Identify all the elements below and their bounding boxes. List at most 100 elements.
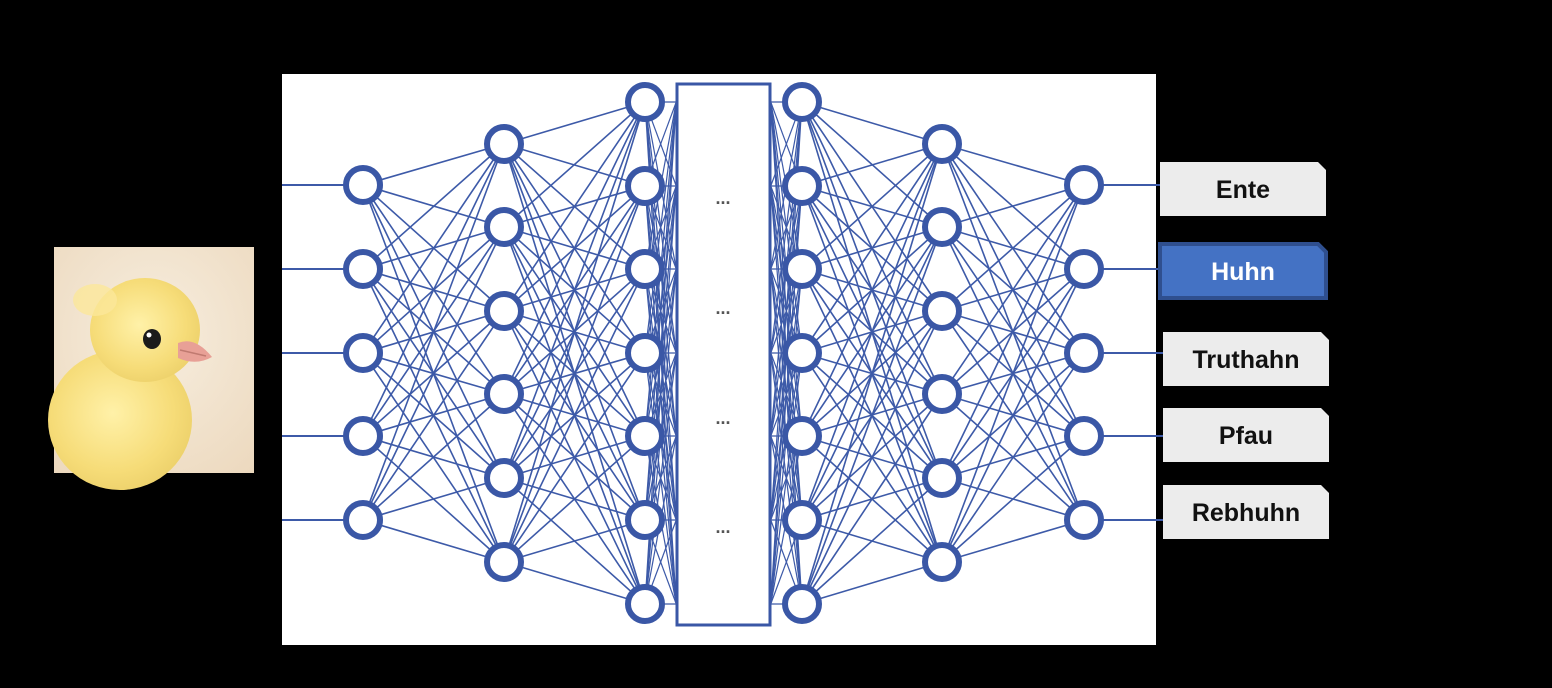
edge-hidden-layer-2-6-to-block-3 [644, 346, 678, 605]
edge-input-layer-3-to-hidden-layer-1-0 [362, 143, 505, 437]
output-label-text: Truthahn [1193, 346, 1300, 374]
edge-input-layer-4-to-hidden-layer-1-0 [362, 143, 505, 521]
edge-hidden-layer-3-3-to-hidden-layer-4-0 [801, 143, 943, 354]
hidden-layers-ellipsis-box [675, 82, 772, 627]
input-layer-node-2 [343, 333, 383, 373]
edge-input-layer-4-to-hidden-layer-1-3 [362, 393, 505, 521]
output-label-text: Pfau [1219, 422, 1273, 450]
hidden-layer-4-node-1 [922, 207, 962, 247]
input-layer-node-4 [343, 500, 383, 540]
edge-input-layer-1-to-hidden-layer-1-0 [362, 143, 505, 270]
hidden-layer-1-node-0 [484, 124, 524, 164]
edge-hidden-layer-1-0-to-hidden-layer-2-0 [503, 101, 646, 145]
edge-hidden-layer-3-6-to-hidden-layer-4-4 [801, 477, 943, 605]
edge-hidden-layer-4-4-to-output-layer-0 [941, 184, 1085, 479]
output-label-2: Truthahn [1163, 332, 1329, 386]
edge-hidden-layer-3-4-to-hidden-layer-4-0 [801, 143, 943, 437]
hidden-layer-4-node-4 [922, 458, 962, 498]
hidden-layer-3-node-0 [782, 82, 822, 122]
edge-input-layer-4-to-hidden-layer-1-5 [362, 519, 505, 563]
hidden-layer-4-node-2 [922, 291, 962, 331]
edge-block-0-to-hidden-layer-3-3 [769, 95, 803, 354]
edge-hidden-layer-4-5-to-output-layer-0 [941, 184, 1085, 563]
edge-hidden-layer-2-3-to-block-0 [644, 95, 678, 354]
hidden-layer-1-node-2 [484, 291, 524, 331]
output-label-4: Rebhuhn [1163, 485, 1329, 539]
label-box [1160, 162, 1326, 216]
edge-hidden-layer-3-6-to-hidden-layer-4-2 [801, 310, 943, 605]
edge-hidden-layer-1-5-to-hidden-layer-2-5 [503, 519, 646, 563]
ellipsis-dots-2: ... [715, 408, 730, 428]
edge-input-layer-0-to-hidden-layer-1-0 [362, 143, 505, 186]
output-label-text: Ente [1216, 176, 1270, 204]
selected-label-box [1158, 242, 1328, 300]
output-label-3: Pfau [1163, 408, 1329, 462]
edge-hidden-layer-4-5-to-output-layer-4 [941, 519, 1085, 563]
hidden-layer-3-node-2 [782, 249, 822, 289]
hidden-layer-3-node-6 [782, 584, 822, 624]
edge-hidden-layer-3-5-to-hidden-layer-4-0 [801, 143, 943, 521]
hidden-layer-3-node-5 [782, 500, 822, 540]
output-label-0: Ente [1160, 162, 1326, 216]
edge-hidden-layer-1-3-to-hidden-layer-2-0 [503, 101, 646, 395]
output-layer-node-0 [1064, 165, 1104, 205]
edge-input-layer-4-to-hidden-layer-1-4 [362, 477, 505, 521]
hidden-layer-1-node-3 [484, 374, 524, 414]
input-layer-node-3 [343, 416, 383, 456]
edge-hidden-layer-4-2-to-output-layer-0 [941, 184, 1085, 312]
ellipsis-dots-1: ... [715, 298, 730, 318]
edge-hidden-layer-3-6-to-hidden-layer-4-5 [801, 561, 943, 605]
edge-hidden-layer-3-6-to-hidden-layer-4-1 [801, 226, 943, 605]
ellipsis-dots-group: ............ [715, 188, 730, 537]
hidden-layer-2-node-1 [625, 166, 665, 206]
hidden-layer-4-node-3 [922, 374, 962, 414]
hidden-layer-2-node-6 [625, 584, 665, 624]
edge-hidden-layer-1-5-to-hidden-layer-2-4 [503, 435, 646, 563]
input-output-lines [282, 184, 1163, 521]
output-layer-node-3 [1064, 416, 1104, 456]
label-box [1163, 332, 1329, 386]
hidden-layer-4-node-0 [922, 124, 962, 164]
edge-hidden-layer-4-3-to-output-layer-0 [941, 184, 1085, 395]
edge-hidden-layer-4-1-to-output-layer-0 [941, 184, 1085, 228]
hidden-layer-4-node-5 [922, 542, 962, 582]
edge-hidden-layer-3-6-to-hidden-layer-4-0 [801, 143, 943, 605]
hidden-layer-2-node-4 [625, 416, 665, 456]
hidden-layer-2-node-0 [625, 82, 665, 122]
edge-hidden-layer-1-5-to-hidden-layer-2-0 [503, 101, 646, 563]
input-image [48, 247, 254, 490]
hidden-layer-2-node-3 [625, 333, 665, 373]
edge-input-layer-4-to-hidden-layer-1-1 [362, 226, 505, 521]
edge-hidden-layer-4-5-to-output-layer-2 [941, 352, 1085, 563]
input-layer-node-0 [343, 165, 383, 205]
hidden-layer-2-node-2 [625, 249, 665, 289]
output-layer-node-1 [1064, 249, 1104, 289]
hidden-layer-1-node-5 [484, 542, 524, 582]
hidden-layer-1-node-1 [484, 207, 524, 247]
output-label-1: Huhn [1158, 242, 1328, 300]
edge-block-3-to-hidden-layer-3-6 [769, 346, 803, 605]
hidden-layer-1-node-4 [484, 458, 524, 498]
edge-hidden-layer-3-0-to-hidden-layer-4-0 [801, 101, 943, 145]
edge-hidden-layer-1-5-to-hidden-layer-2-6 [503, 561, 646, 605]
edge-hidden-layer-1-4-to-hidden-layer-2-0 [503, 101, 646, 479]
edge-input-layer-2-to-hidden-layer-1-0 [362, 143, 505, 354]
hidden-layer-2-node-5 [625, 500, 665, 540]
edge-hidden-layer-1-5-to-hidden-layer-2-2 [503, 268, 646, 563]
edge-input-layer-4-to-hidden-layer-1-2 [362, 310, 505, 521]
edge-hidden-layer-3-6-to-hidden-layer-4-3 [801, 393, 943, 605]
edge-hidden-layer-4-0-to-output-layer-0 [941, 143, 1085, 186]
hidden-layer-3-node-1 [782, 166, 822, 206]
edge-hidden-layer-3-2-to-hidden-layer-4-0 [801, 143, 943, 270]
output-layer-node-2 [1064, 333, 1104, 373]
label-box [1163, 485, 1329, 539]
output-layer-node-4 [1064, 500, 1104, 540]
label-box [1163, 408, 1329, 462]
edge-hidden-layer-1-5-to-hidden-layer-2-1 [503, 185, 646, 563]
input-layer-node-1 [343, 249, 383, 289]
hidden-layer-3-node-3 [782, 333, 822, 373]
hidden-layer-3-node-4 [782, 416, 822, 456]
network-nodes [343, 82, 1104, 624]
ellipsis-dots-0: ... [715, 188, 730, 208]
